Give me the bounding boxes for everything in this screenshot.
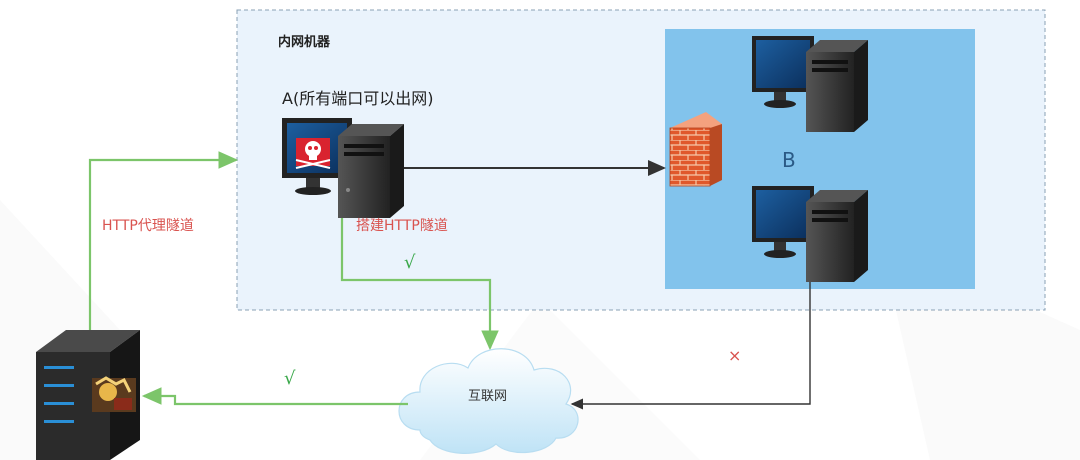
edge-cross: × [728, 346, 741, 365]
machine-b-computer-icon-2 [752, 186, 868, 282]
intranet-zone-title: 内网机器 [278, 34, 331, 50]
edge-check-b: √ [284, 368, 296, 389]
internet-cloud-icon [398, 348, 579, 454]
edge-b-to-internet [570, 282, 811, 410]
edge-check-a: √ [404, 252, 416, 273]
internet-cloud-label: 互联网 [468, 389, 507, 404]
edge-internet-to-server [141, 387, 408, 406]
machine-b-computer-icon-1 [752, 36, 868, 132]
edge-proxy-tunnel-label: HTTP代理隧道 [102, 218, 194, 234]
machine-a-computer-icon [282, 118, 404, 218]
edge-tunnel-build-label: 搭建HTTP隧道 [356, 218, 448, 234]
attacker-server-icon [36, 330, 140, 460]
machine-b-label: B [782, 148, 796, 172]
machine-a-label: A(所有端口可以出网) [282, 89, 433, 108]
edge-a-to-internet [340, 218, 499, 351]
edge-server-to-intranet [88, 151, 239, 330]
firewall-icon [669, 112, 722, 187]
